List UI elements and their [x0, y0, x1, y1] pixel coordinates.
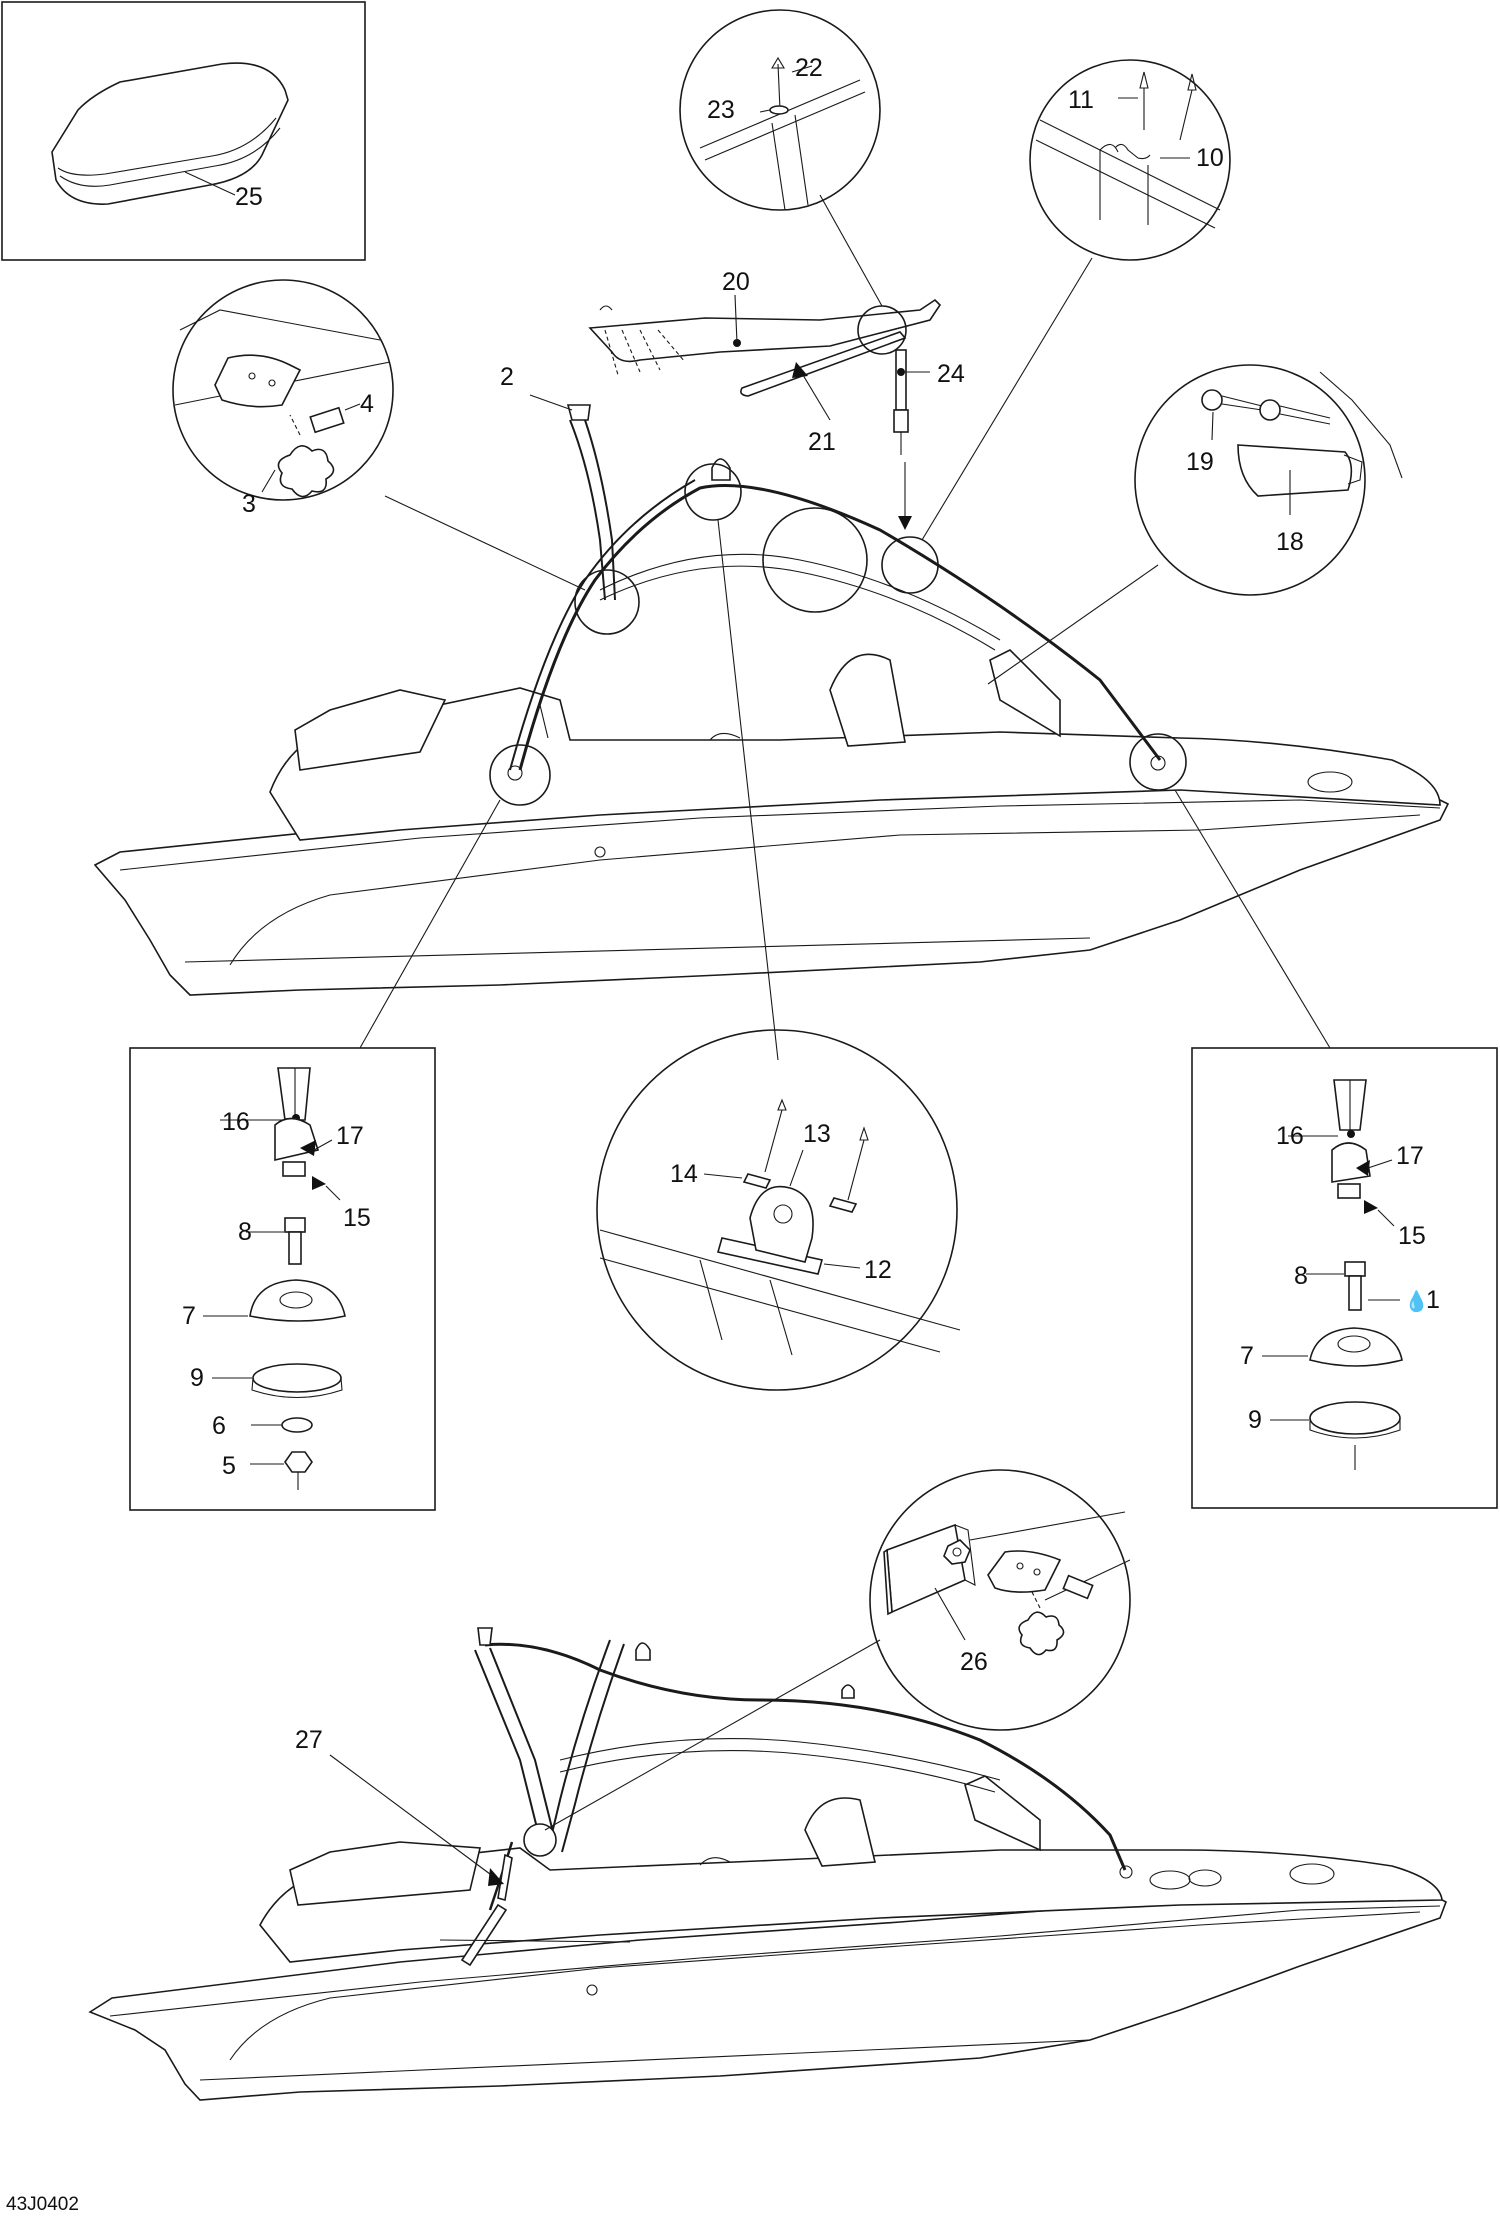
inset-mirror-18-19: 19 18 [1134, 364, 1403, 596]
callout-4: 4 [360, 390, 374, 418]
callout-27: 27 [295, 1726, 323, 1754]
callout-19: 19 [1186, 448, 1214, 476]
box-left-mount: 16 17 15 8 7 9 6 5 [129, 1047, 436, 1511]
callout-6: 6 [212, 1412, 226, 1440]
tower-accessories: 20 21 24 [588, 268, 965, 530]
box-right-mount: 💧 16 17 15 8 1 7 9 [1191, 1047, 1498, 1509]
inset-rivets-10-11: 11 10 [1029, 59, 1231, 261]
callout-2: 2 [500, 363, 514, 391]
callout-26: 26 [960, 1648, 988, 1676]
callout-8-left: 8 [238, 1218, 252, 1246]
callout-15-left: 15 [343, 1204, 371, 1232]
callout-23: 23 [707, 96, 735, 124]
callout-11: 11 [1068, 86, 1094, 114]
callout-17-left: 17 [336, 1122, 364, 1150]
callout-25: 25 [235, 183, 263, 211]
callout-9-left: 9 [190, 1364, 204, 1392]
callout-17-right: 17 [1396, 1142, 1424, 1170]
callout-20: 20 [722, 268, 750, 296]
callout-22: 22 [795, 54, 823, 82]
callout-9-right: 9 [1248, 1406, 1262, 1434]
inset-block-26: 26 [869, 1469, 1131, 1731]
callout-21: 21 [808, 428, 836, 456]
inset-knob-3-4: 4 3 [172, 279, 394, 518]
inset-cushion: 25 [1, 1, 366, 261]
callout-10: 10 [1196, 144, 1224, 172]
callout-18: 18 [1276, 528, 1304, 556]
boat-main: 2 [93, 194, 1450, 1061]
callout-12: 12 [864, 1256, 892, 1284]
callout-3: 3 [242, 490, 256, 518]
inset-bracket-12-14: 14 13 12 [596, 1029, 961, 1391]
callout-13: 13 [803, 1120, 831, 1148]
callout-1: 1 [1426, 1286, 1440, 1314]
figure-code: 43J0402 [6, 2194, 79, 2215]
callout-5: 5 [222, 1452, 236, 1480]
boat-folded: 27 [88, 1627, 1447, 2101]
inset-rivets-22-23: 22 23 [679, 9, 881, 211]
drop-symbol: 💧 [1404, 1289, 1429, 1313]
callout-16-right: 16 [1276, 1122, 1304, 1150]
callout-7-left: 7 [182, 1302, 196, 1330]
callout-15-right: 15 [1398, 1222, 1426, 1250]
callout-14: 14 [670, 1160, 698, 1188]
callout-7-right: 7 [1240, 1342, 1254, 1370]
callout-24: 24 [937, 360, 965, 388]
callout-8-right: 8 [1294, 1262, 1308, 1290]
callout-16-left: 16 [222, 1108, 250, 1136]
